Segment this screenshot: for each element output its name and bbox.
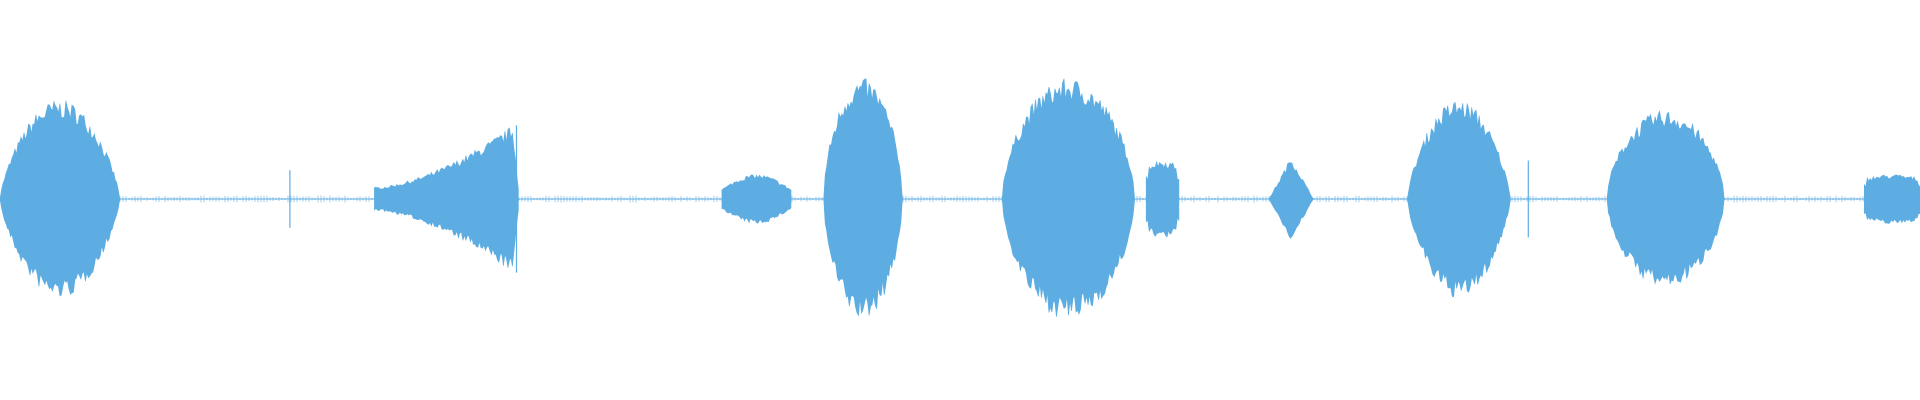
waveform-segment-clip-4 bbox=[823, 78, 903, 317]
waveform-segment-clip-2 bbox=[374, 127, 519, 268]
waveform-segment-clip-3 bbox=[721, 174, 792, 224]
waveform-segment-clip-8 bbox=[1407, 101, 1536, 298]
waveform-segment-clip-5 bbox=[1001, 78, 1136, 317]
waveform-segment-clip-9 bbox=[1606, 110, 1725, 285]
waveform-segment-clip-7 bbox=[1268, 162, 1314, 239]
waveform-segment-clip-10 bbox=[1864, 174, 1920, 224]
waveform-segment-clip-6 bbox=[1145, 160, 1180, 238]
waveform-spikes bbox=[0, 125, 1918, 273]
